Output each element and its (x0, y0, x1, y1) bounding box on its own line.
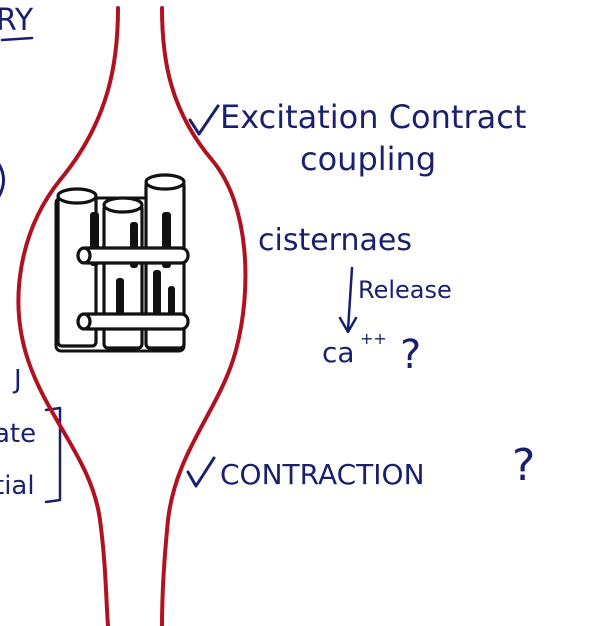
left-fragment-ate: ate (0, 419, 36, 449)
top-left-underline (0, 36, 34, 42)
crossbar-upper (78, 246, 190, 265)
excitation-check-icon (188, 104, 220, 136)
crossbar-lower (78, 312, 190, 331)
crossbar-upper-end (76, 246, 92, 265)
fiber-right-outline (160, 6, 248, 626)
top-left-fragment: RY (0, 3, 34, 38)
release-label: Release (358, 276, 452, 304)
fiber-left-outline (16, 6, 120, 626)
left-fragment-tial: tial (0, 471, 35, 501)
excitation-label: Excitation Contract (220, 98, 526, 136)
calcium-charge: ++ (360, 329, 387, 348)
release-arrow-shaft (346, 266, 354, 332)
release-arrow-head (338, 316, 358, 334)
contraction-check-icon (186, 456, 216, 488)
contraction-question: ? (512, 440, 535, 491)
tubule-right-top (144, 173, 186, 191)
tubule-left-top (56, 187, 98, 205)
left-bracket (44, 406, 62, 504)
crossbar-lower-end (76, 312, 92, 331)
cisternae-label: cisternaes (258, 223, 412, 258)
calcium-question: ? (400, 332, 421, 378)
left-fragment-j: J (12, 365, 22, 395)
calcium-label: ca (322, 336, 355, 369)
triad-structure (54, 173, 190, 353)
contraction-label: CONTRACTION (220, 458, 425, 491)
tubule-middle-top (102, 196, 144, 214)
tubule-band (168, 286, 175, 316)
left-edge-bracket (0, 163, 5, 198)
coupling-label: coupling (300, 140, 436, 178)
tubule-band (153, 270, 161, 320)
